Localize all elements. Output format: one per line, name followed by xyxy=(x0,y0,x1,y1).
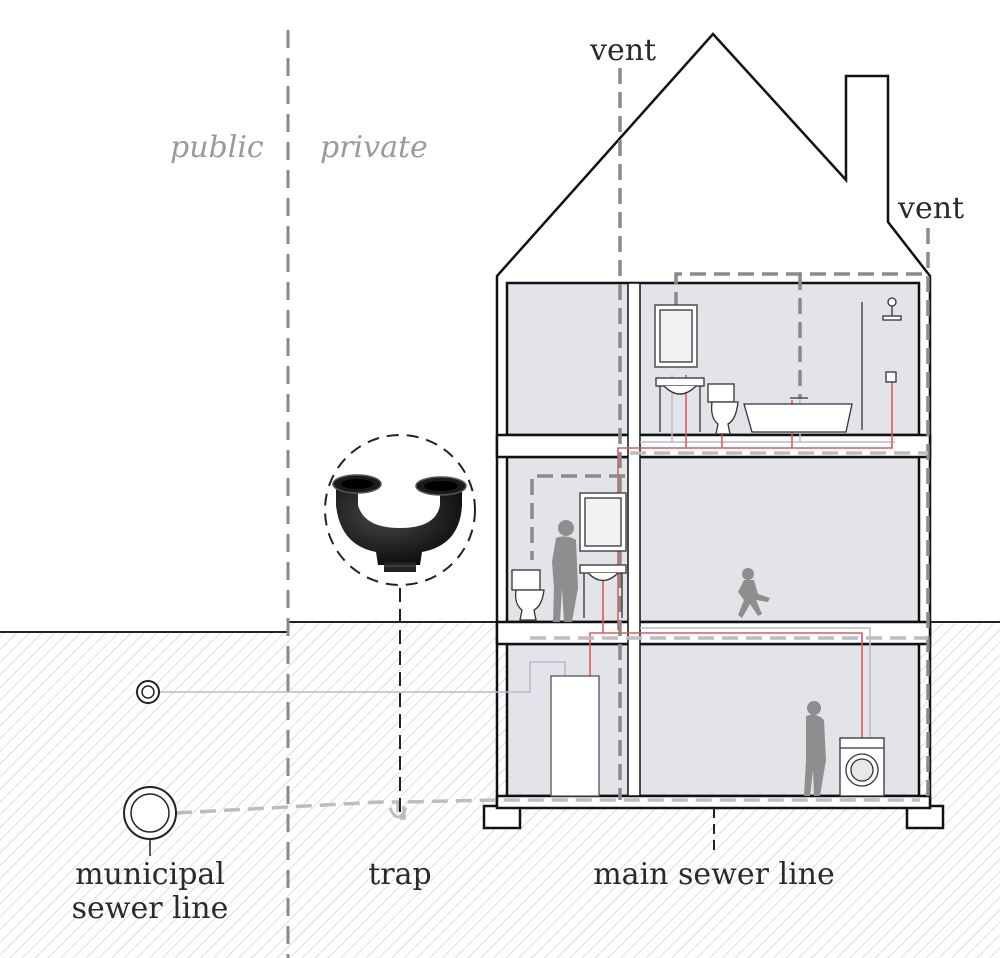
shower-icon xyxy=(861,297,902,430)
toilet-icon xyxy=(511,569,545,621)
vent-label-left: vent xyxy=(589,33,656,68)
drain-pipes xyxy=(175,451,928,820)
person-silhouette-icon xyxy=(804,701,826,796)
sink-icon xyxy=(655,377,705,432)
vent-stacks xyxy=(530,68,930,800)
trap-label: trap xyxy=(368,857,432,892)
footing-right xyxy=(905,804,945,830)
municipal-sewer-label: municipal xyxy=(75,857,225,892)
washing-machine-icon xyxy=(839,737,885,797)
p-trap-fitting-icon xyxy=(324,434,476,815)
main-sewer-pipe xyxy=(175,798,920,820)
private-label: private xyxy=(320,130,428,165)
ground-floor-fixtures xyxy=(511,492,627,621)
public-label: public xyxy=(170,130,264,165)
vent-label-right: vent xyxy=(897,191,964,226)
sink-icon xyxy=(579,564,627,618)
main-sewer-label: main sewer line xyxy=(593,857,835,892)
water-heater-icon xyxy=(550,675,600,797)
roof-outline xyxy=(495,32,932,808)
municipal-sewer-label-line2: sewer line xyxy=(72,891,229,926)
person-silhouette-icon xyxy=(552,520,578,622)
municipal-sewer-pipe-icon xyxy=(123,786,177,856)
trap-bend xyxy=(388,807,408,819)
slab-basement xyxy=(495,794,932,810)
mirror-icon xyxy=(579,492,627,552)
interior-wall xyxy=(627,282,641,797)
bathtub-icon xyxy=(743,397,853,433)
child-silhouette-icon xyxy=(738,568,770,618)
footing-left xyxy=(482,804,522,830)
slab-upper xyxy=(495,433,932,459)
municipal-water-main-icon xyxy=(136,680,160,704)
upper-bathroom-fixtures xyxy=(654,297,902,435)
toilet-icon xyxy=(707,383,739,435)
mirror-icon xyxy=(654,304,698,368)
